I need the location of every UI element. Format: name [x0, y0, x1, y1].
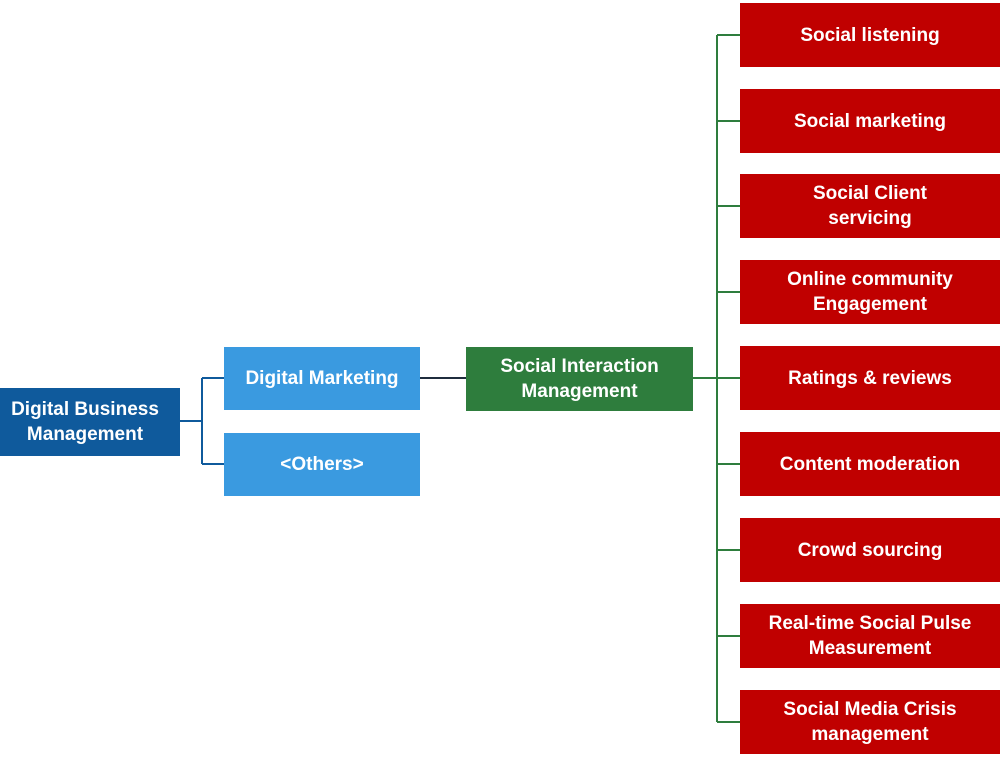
leaf-content-moderation: Content moderation [740, 432, 1000, 496]
node-others: <Others> [224, 433, 420, 496]
leaf-real-time-social-pulse-measurement: Real-time Social Pulse Measurement [740, 604, 1000, 668]
leaf-online-community-engagement: Online community Engagement [740, 260, 1000, 324]
leaf-crowd-sourcing: Crowd sourcing [740, 518, 1000, 582]
leaf-social-listening: Social listening [740, 3, 1000, 67]
root-connector [180, 377, 224, 465]
leaf-ratings-reviews: Ratings & reviews [740, 346, 1000, 410]
node-social-interaction-management: Social Interaction Management [466, 347, 693, 411]
node-digital-business-management: Digital Business Management [0, 388, 180, 456]
leaf-social-client-servicing: Social Client servicing [740, 174, 1000, 238]
node-digital-marketing: Digital Marketing [224, 347, 420, 410]
leaf-social-marketing: Social marketing [740, 89, 1000, 153]
leaf-social-media-crisis-management: Social Media Crisis management [740, 690, 1000, 754]
leaf-connectors [693, 34, 740, 723]
